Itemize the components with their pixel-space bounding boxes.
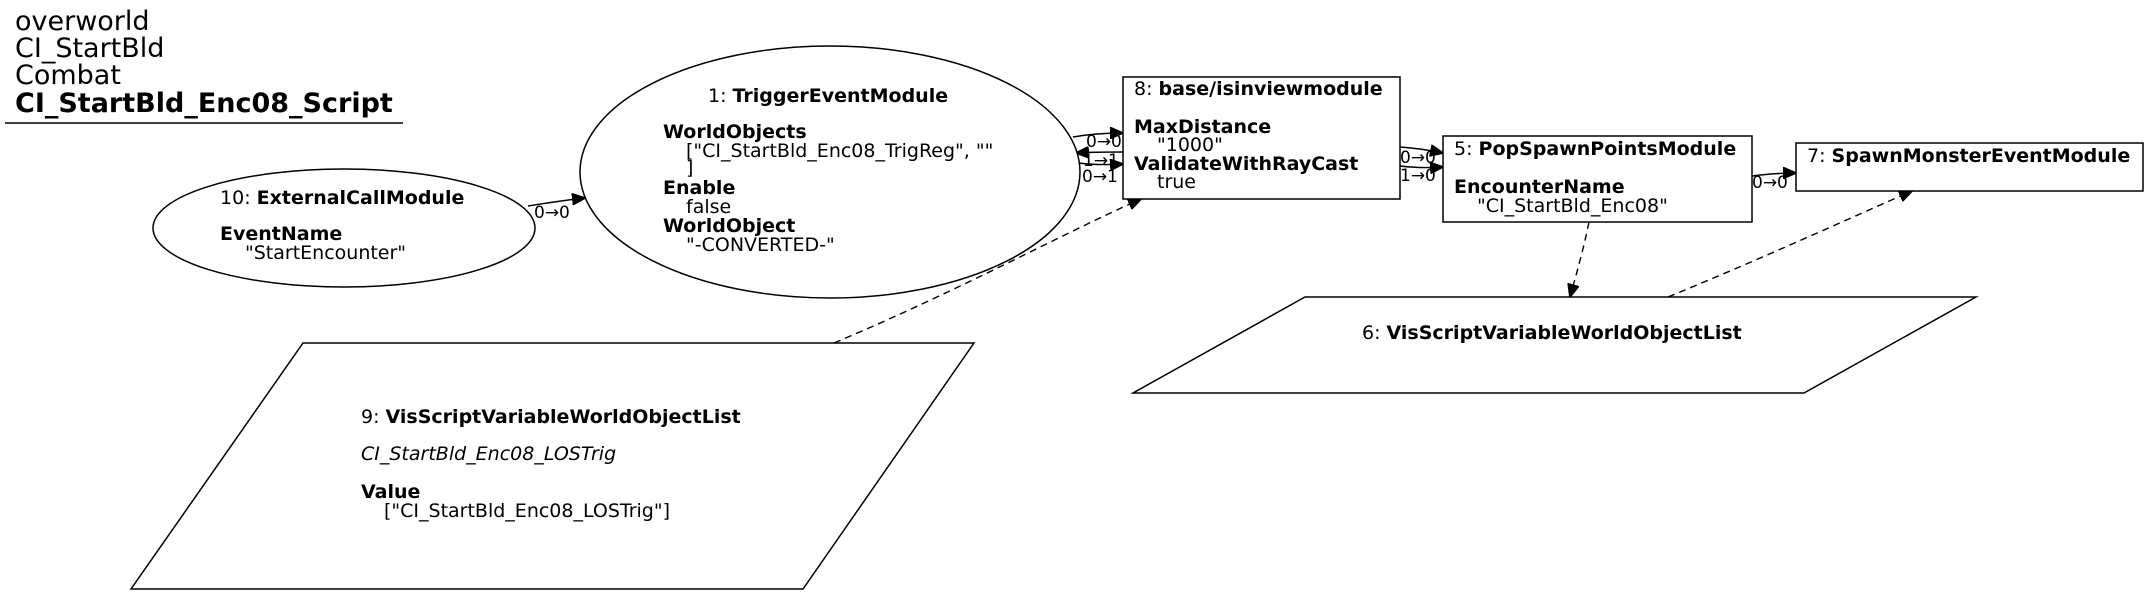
- node-1-field-enable: Enable: [663, 177, 735, 199]
- node-1-title: 1: TriggerEventModule: [708, 85, 948, 107]
- node-1-value-enable: false: [686, 196, 731, 218]
- edge-8-to-1: [1076, 152, 1124, 153]
- node-5-value-encountername: "CI_StartBld_Enc08": [1477, 195, 1668, 217]
- node-5-pop-spawn-points-module[interactable]: 5: PopSpawnPointsModule EncounterName "C…: [1442, 135, 1753, 223]
- node-1-field-worldobjects: WorldObjects: [663, 121, 807, 143]
- node-1-field-worldobject: WorldObject: [663, 215, 795, 237]
- node-9-title: 9: VisScriptVariableWorldObjectList: [361, 406, 741, 428]
- node-10-value-eventname: "StartEncounter": [245, 242, 406, 264]
- node-9-shape: [129, 342, 976, 590]
- node-8-value-maxdistance: "1000": [1157, 134, 1223, 156]
- node-5-shape: [1442, 135, 1753, 223]
- node-10-field-eventname: EventName: [220, 223, 342, 245]
- header-line-2: CI_StartBld: [15, 33, 164, 64]
- node-1-trigger-event-module[interactable]: 1: TriggerEventModule WorldObjects ["CI_…: [579, 45, 1081, 299]
- edges: 0→0 0→0 1→1 0→1 0→0 1→0 0→0: [527, 132, 1912, 344]
- edge-5-to-7: [1751, 173, 1796, 176]
- node-8-field-validatewithraycast: ValidateWithRayCast: [1134, 153, 1358, 175]
- header-line-3: Combat: [15, 60, 121, 91]
- node-10-external-call-module[interactable]: 10: ExternalCallModule EventName "StartE…: [152, 168, 536, 288]
- edge-5-to-6: [1570, 221, 1590, 297]
- node-1-value-worldobject: "-CONVERTED-": [686, 234, 835, 256]
- node-6-shape: [1130, 296, 1979, 394]
- node-1-value-worldobjects-2: ]: [686, 157, 693, 179]
- node-9-field-value: Value: [361, 481, 420, 503]
- script-name: CI_StartBld_Enc08_Script: [15, 88, 393, 119]
- node-7-shape: [1795, 142, 2144, 192]
- edge-1-to-8-b: [1078, 163, 1123, 165]
- edge-10-to-1: [527, 198, 585, 207]
- edge-label-10-1: 0→0: [534, 203, 570, 223]
- node-8-field-maxdistance: MaxDistance: [1134, 116, 1271, 138]
- edge-label-8-5-a: 0→0: [1400, 148, 1436, 168]
- node-6-title: 6: VisScriptVariableWorldObjectList: [1362, 322, 1742, 344]
- edge-9-to-8: [833, 199, 1141, 344]
- node-7-spawn-monster-event-module[interactable]: 7: SpawnMonsterEventModule: [1795, 142, 2144, 192]
- node-5-field-encountername: EncounterName: [1454, 176, 1625, 198]
- node-8-title: 8: base/isinviewmodule: [1134, 78, 1383, 100]
- edge-8-to-5-a: [1399, 147, 1443, 153]
- node-8-value-validatewithraycast: true: [1157, 171, 1196, 193]
- node-6-world-object-list-variable[interactable]: 6: VisScriptVariableWorldObjectList: [1130, 296, 1979, 394]
- node-8-shape: [1122, 76, 1401, 200]
- edge-8-to-5-b: [1399, 166, 1443, 168]
- node-10-shape: [152, 168, 536, 288]
- node-9-world-object-list-variable[interactable]: 9: VisScriptVariableWorldObjectList CI_S…: [129, 342, 976, 590]
- edge-label-8-5-b: 1→0: [1400, 166, 1436, 186]
- node-1-value-worldobjects-1: ["CI_StartBld_Enc08_TrigReg", "": [686, 140, 993, 162]
- node-7-title: 7: SpawnMonsterEventModule: [1807, 145, 2130, 167]
- edge-6-to-7: [1667, 191, 1912, 298]
- node-8-isinview-module[interactable]: 8: base/isinviewmodule MaxDistance "1000…: [1122, 76, 1401, 200]
- edge-1-to-8-a: [1072, 133, 1123, 137]
- edge-label-1-8-b: 0→1: [1082, 167, 1118, 187]
- node-9-subtitle: CI_StartBld_Enc08_LOSTrig: [361, 443, 616, 465]
- node-10-title: 10: ExternalCallModule: [220, 187, 464, 209]
- edge-label-1-8-a: 0→0: [1086, 132, 1122, 152]
- node-1-shape: [579, 45, 1081, 299]
- header-line-1: overworld: [15, 6, 150, 37]
- edge-label-5-7: 0→0: [1752, 173, 1788, 193]
- graph-header: overworld CI_StartBld Combat CI_StartBld…: [5, 6, 403, 124]
- node-9-value-value: ["CI_StartBld_Enc08_LOSTrig"]: [384, 500, 670, 522]
- node-5-title: 5: PopSpawnPointsModule: [1454, 138, 1736, 160]
